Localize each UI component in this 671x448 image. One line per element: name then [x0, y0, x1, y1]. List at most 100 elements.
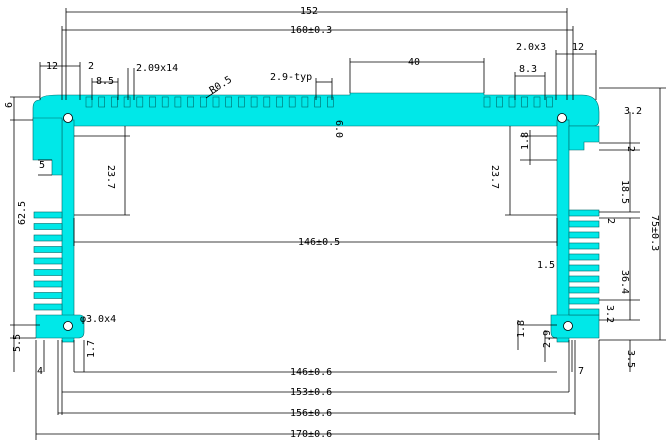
- dim-right-12: 12: [572, 42, 584, 53]
- right-side-fin: [568, 231, 600, 239]
- dim-2-9-typ: 2.9-typ: [270, 72, 312, 83]
- top-fin: [546, 96, 553, 108]
- dim-bottom-170: 170±0.6: [290, 429, 332, 440]
- top-fin: [98, 96, 105, 108]
- right-side-fin: [568, 297, 600, 305]
- dim-fin-2-09x14: 2.09x14: [136, 63, 178, 74]
- dim-left-62-5: 62.5: [17, 201, 28, 225]
- top-fin: [483, 96, 491, 108]
- dim-right-1-5: 1.5: [537, 260, 555, 271]
- dim-inner-23-7-left: 23.7: [105, 165, 116, 189]
- dim-inner-23-7-right: 23.7: [489, 165, 500, 189]
- right-side-fin: [568, 209, 600, 217]
- left-side-fin: [33, 280, 63, 288]
- top-fin: [200, 96, 207, 108]
- dim-right-2x3: 2.0x3: [516, 42, 546, 53]
- dimension-labels: 152 160±0.3 40 12 2 8.5 2.09x14 R0.5 2.9…: [4, 6, 660, 440]
- dim-152: 152: [300, 6, 318, 17]
- dim-inner-146: 146±0.5: [298, 237, 340, 248]
- dim-bottom-left-4: 4: [37, 366, 43, 377]
- dim-left-6: 6: [4, 102, 15, 108]
- top-fin: [111, 96, 118, 108]
- dim-right-8-3: 8.3: [519, 64, 537, 75]
- screw-hole: [563, 321, 573, 331]
- dim-hole-3x4: φ3.0x4: [80, 314, 116, 325]
- fin-group: [33, 96, 600, 316]
- top-fin: [276, 96, 283, 108]
- left-side-fin: [33, 257, 63, 265]
- dim-bottom-146: 146±0.6: [290, 367, 332, 378]
- dim-left-5: 5: [39, 160, 45, 171]
- right-upper-block: [568, 125, 600, 151]
- left-side-fin: [33, 223, 63, 230]
- top-fin: [250, 96, 258, 108]
- right-side-fin: [568, 275, 600, 283]
- top-fin: [238, 96, 245, 108]
- right-side-fin: [568, 242, 600, 250]
- screw-hole: [63, 113, 73, 123]
- screw-holes: [63, 113, 573, 331]
- top-fin: [123, 96, 131, 108]
- top-fin: [288, 96, 296, 108]
- top-fin: [225, 96, 232, 108]
- top-fin: [149, 96, 156, 108]
- left-side-fin: [33, 211, 63, 219]
- left-side-fin: [33, 246, 63, 253]
- top-fin: [326, 96, 334, 108]
- dim-right-3-2-top: 3.2: [624, 106, 642, 117]
- top-fin: [85, 96, 93, 108]
- top-fin: [174, 96, 182, 108]
- dim-right-75: 75±0.3: [649, 215, 660, 251]
- dim-40: 40: [408, 57, 420, 68]
- top-fin: [301, 96, 309, 108]
- right-side-fin: [568, 220, 600, 228]
- dim-bottom-right-2-9: 2.9: [542, 330, 553, 348]
- dim-left-8-5: 8.5: [96, 76, 114, 87]
- dim-bottom-left-5-5: 5.5: [12, 334, 23, 352]
- dim-right-2-top: 2: [625, 146, 636, 152]
- dim-bottom-153: 153±0.6: [290, 387, 332, 398]
- dim-left-12: 12: [46, 61, 58, 72]
- dim-160: 160±0.3: [290, 25, 332, 36]
- right-side-fin: [568, 253, 600, 261]
- left-side-fin: [33, 303, 63, 311]
- left-side-fin: [33, 234, 63, 242]
- top-fin: [136, 96, 144, 108]
- top-fin: [521, 96, 528, 108]
- right-side-fin: [568, 308, 600, 316]
- top-plate: [32, 92, 600, 127]
- dim-bottom-156: 156±0.6: [290, 408, 332, 419]
- left-wall: [61, 119, 75, 343]
- top-fin: [496, 96, 503, 108]
- right-bottom-block: [550, 314, 600, 339]
- dim-right-18-5: 18.5: [619, 180, 630, 204]
- left-side-fin: [33, 269, 63, 276]
- left-bottom-block: [35, 314, 85, 339]
- dim-bottom-right-7: 7: [578, 366, 584, 377]
- dim-right-3-2-bot: 3.2: [604, 305, 615, 323]
- dim-center-6: 6.0: [333, 120, 344, 138]
- screw-hole: [557, 113, 567, 123]
- dim-right-2-mid: 2: [605, 218, 616, 224]
- dim-r0-5: R0.5: [208, 74, 234, 96]
- left-side-fin: [33, 292, 63, 299]
- dim-bottom-right-3-5: 3.5: [625, 350, 636, 368]
- right-side-fin: [568, 286, 600, 294]
- screw-hole: [63, 321, 73, 331]
- left-upper-block: [32, 117, 63, 176]
- top-fin: [508, 96, 516, 108]
- dim-bottom-right-1-8: 1.8: [516, 320, 527, 338]
- top-fin: [161, 96, 169, 108]
- top-fin: [263, 96, 271, 108]
- dimension-lines: [10, 8, 666, 440]
- top-fin: [314, 96, 321, 108]
- profile-shape: [32, 92, 600, 343]
- top-fin: [212, 96, 220, 108]
- dim-right-1-8: 1.8: [520, 132, 531, 150]
- dim-left-2: 2: [88, 61, 94, 72]
- top-fin: [187, 96, 194, 108]
- dim-bottom-left-1-7: 1.7: [86, 340, 97, 358]
- top-fin: [533, 96, 541, 108]
